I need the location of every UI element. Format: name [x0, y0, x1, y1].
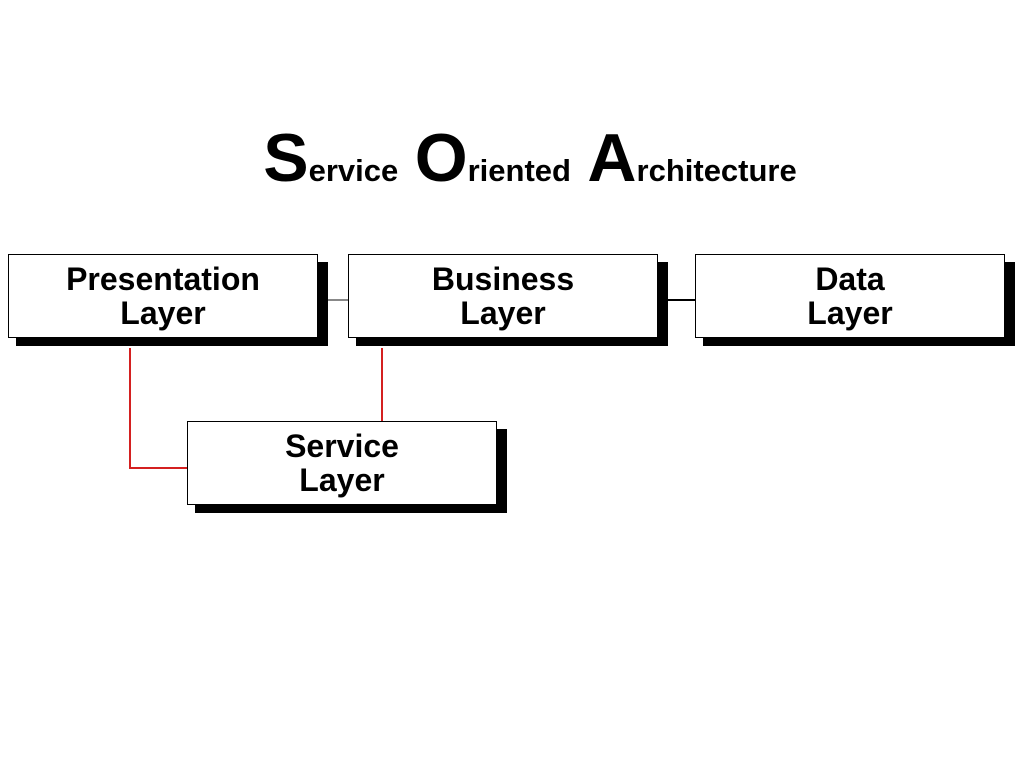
title-rest: rchitecture: [636, 153, 797, 188]
title-word-oriented: Oriented: [415, 118, 571, 198]
title-initial: A: [587, 120, 637, 196]
box-label-line1: Presentation: [66, 261, 260, 297]
box-label-line1: Business: [431, 261, 575, 297]
data-layer-box: Data Layer: [695, 254, 1005, 338]
diagram-title: Service Oriented Architecture: [0, 118, 1024, 198]
title-word-architecture: Architecture: [587, 118, 796, 198]
box-label-line2: Layer: [460, 295, 546, 331]
box-label-line2: Layer: [807, 295, 893, 331]
connector-presentation-service: [129, 348, 187, 469]
title-initial: O: [414, 120, 468, 196]
box-label-line2: Layer: [120, 295, 206, 331]
box-label-line1: Service: [285, 428, 399, 464]
business-layer-box: Business Layer: [348, 254, 658, 338]
title-rest: riented: [467, 153, 571, 188]
box-label-line2: Layer: [299, 462, 385, 498]
title-initial: S: [263, 120, 309, 196]
box-label-line1: Data: [815, 261, 885, 297]
service-layer-box: Service Layer: [187, 421, 497, 505]
title-word-service: Service: [263, 118, 398, 198]
title-rest: ervice: [308, 153, 399, 188]
presentation-layer-box: Presentation Layer: [8, 254, 318, 338]
